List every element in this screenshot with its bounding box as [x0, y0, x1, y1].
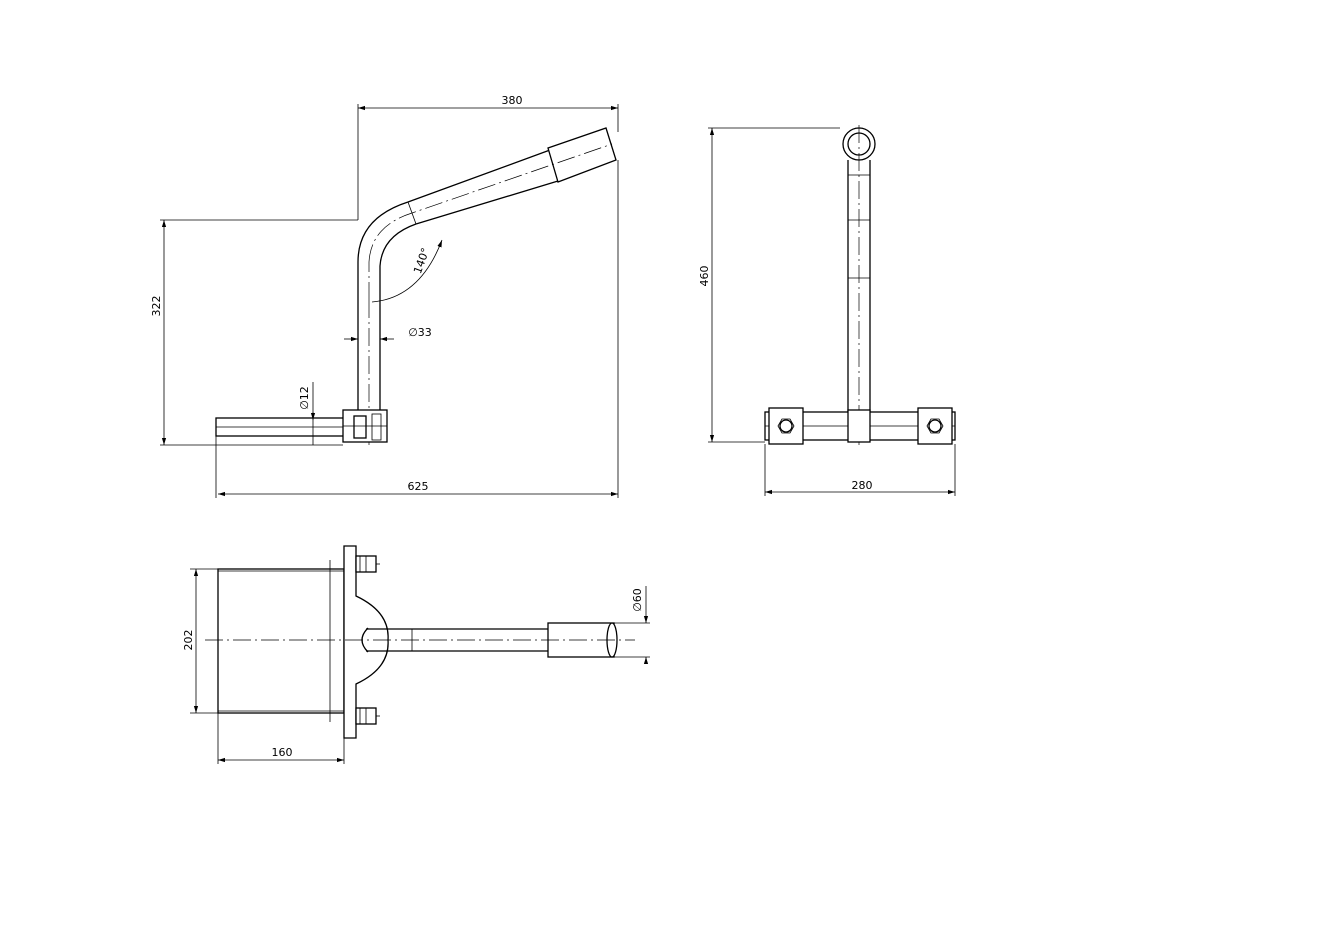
side-view: 380 322 625 140° ∅33 ∅12 — [150, 94, 619, 498]
dim-bend-angle: 140° — [411, 246, 432, 275]
dim-top-width: 380 — [502, 94, 523, 107]
dim-plan-width: 160 — [272, 746, 293, 759]
dim-bolt-diameter: ∅12 — [298, 386, 311, 410]
dim-tube-diameter: ∅33 — [408, 326, 432, 339]
front-view: 460 280 — [698, 125, 956, 496]
dim-front-height: 460 — [698, 266, 711, 287]
dim-left-height: 322 — [150, 296, 163, 317]
dim-base-width: 280 — [852, 479, 873, 492]
dim-plan-height: 202 — [182, 630, 195, 651]
dim-bottom-width: 625 — [408, 480, 429, 493]
dim-tip-diameter: ∅60 — [631, 588, 644, 612]
plan-view: 202 160 ∅60 — [182, 545, 650, 764]
